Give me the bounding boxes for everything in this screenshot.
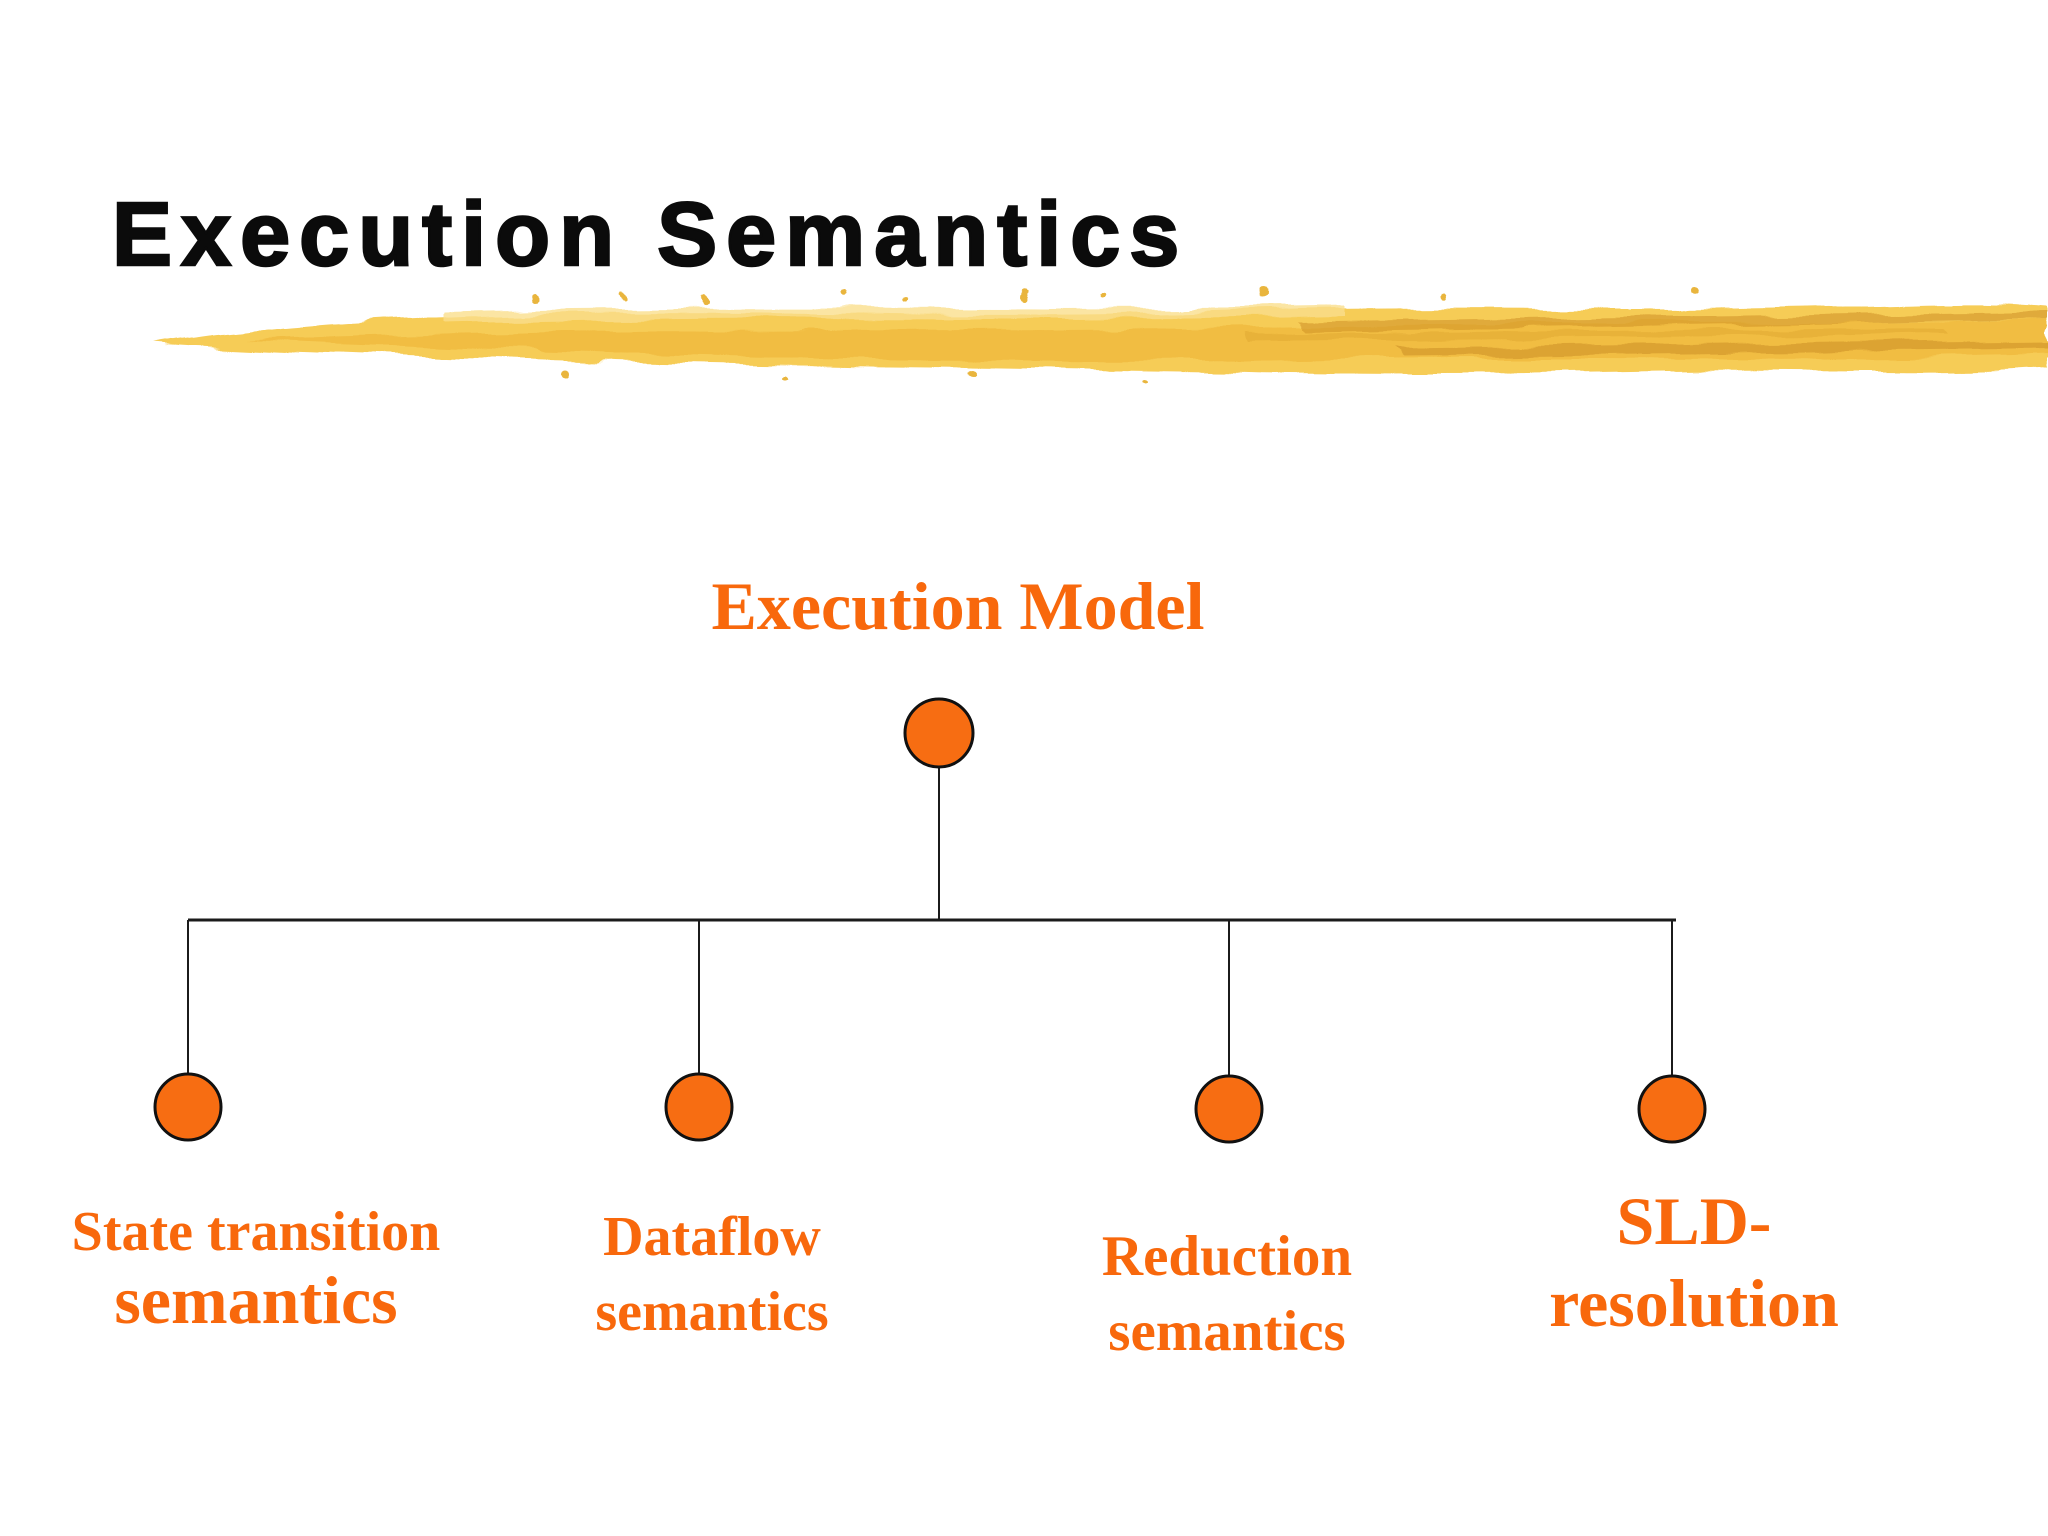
label-line-2: resolution <box>1549 1265 1839 1341</box>
label-line-1: SLD- <box>1616 1183 1772 1259</box>
brush-speckles <box>531 288 1699 385</box>
label-line-2: semantics <box>595 1281 829 1343</box>
brush-dark-streak-1 <box>1295 312 2047 332</box>
node-circle-root <box>903 697 975 769</box>
page-title: Execution Semantics <box>111 185 1189 285</box>
node-label-root: Execution Model <box>711 568 1205 644</box>
brush-underline-decoration <box>145 282 2048 400</box>
brush-stroke-shapes <box>153 288 2047 385</box>
label-line-1: Reduction <box>1101 1225 1353 1288</box>
node-circle-dataflow <box>664 1072 734 1142</box>
label-line-2: semantics <box>1108 1300 1346 1363</box>
brush-highlight <box>445 306 1345 322</box>
brush-stroke-icon <box>153 288 2047 385</box>
label-line-1: State transition <box>71 1201 441 1263</box>
node-label-dataflow: Dataflow semantics <box>595 1205 828 1343</box>
node-circle-sld-resolution <box>1637 1074 1707 1144</box>
node-circle-state-transition <box>153 1072 223 1142</box>
brush-dark-streak-3 <box>1245 328 1947 342</box>
label-line-2: semantics <box>114 1262 398 1338</box>
label-line-1: Dataflow <box>603 1206 821 1268</box>
node-label-state-transition: State transition semantics <box>72 1200 441 1336</box>
node-label-sld-resolution: SLD- resolution <box>1549 1185 1839 1339</box>
brush-dark-streak-2 <box>1395 340 2047 356</box>
node-label-reduction: Reduction semantics <box>1102 1225 1352 1363</box>
node-circle-reduction <box>1194 1074 1264 1144</box>
